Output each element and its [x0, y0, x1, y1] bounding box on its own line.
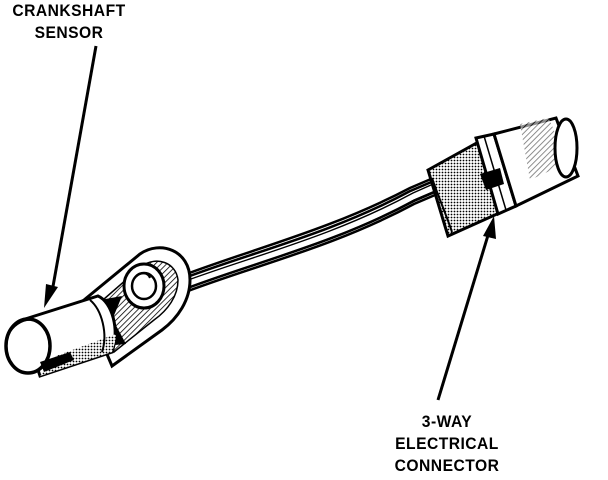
sensor-body — [4, 294, 117, 378]
connector-label-line1: 3-WAY — [421, 412, 473, 431]
sensor-arrowhead — [44, 284, 58, 308]
connector-label-line3: CONNECTOR — [394, 456, 500, 475]
connector-leader-line — [436, 231, 491, 401]
connector-label: 3-WAY ELECTRICAL CONNECTOR — [378, 411, 516, 477]
connector-opening — [553, 117, 579, 179]
connector-label-line2: ELECTRICAL — [395, 434, 499, 453]
crankshaft-sensor-label-line2: SENSOR — [34, 23, 104, 42]
electrical-connector — [426, 116, 580, 239]
sensor-tip — [4, 317, 52, 375]
wire-harness — [171, 174, 447, 296]
leader-arrows — [44, 45, 496, 401]
sensor-leader-line — [50, 45, 98, 293]
crankshaft-sensor-label-line1: CRANKSHAFT — [12, 1, 126, 20]
connector-arrowhead — [483, 216, 496, 239]
crankshaft-sensor-label: CRANKSHAFT SENSOR — [0, 0, 138, 44]
